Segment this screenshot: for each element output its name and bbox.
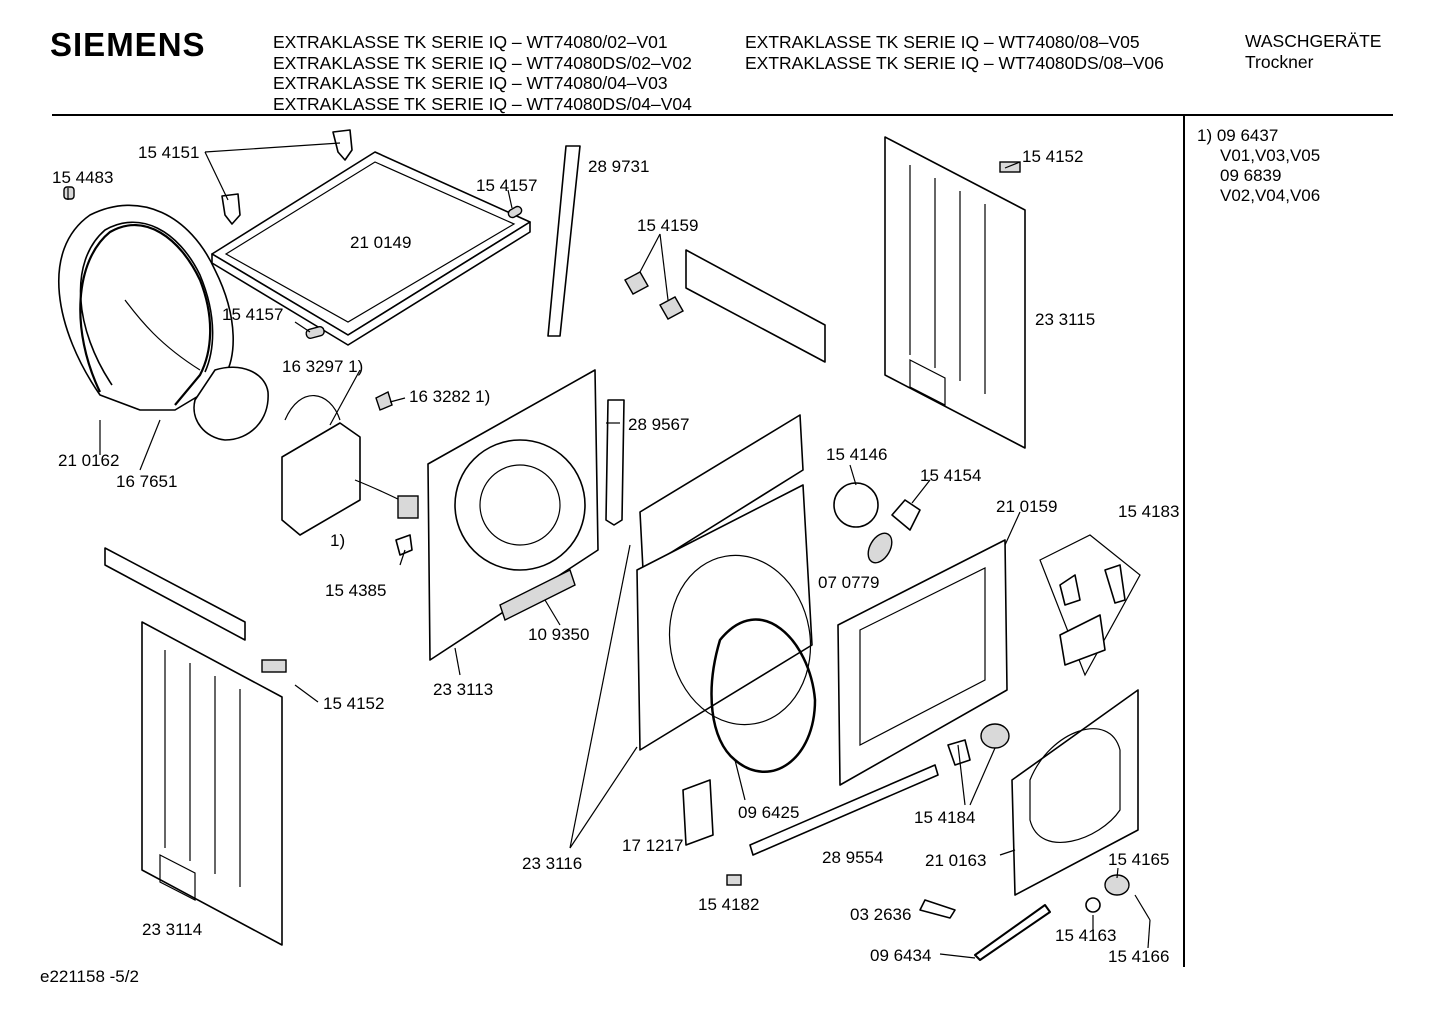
model-line: EXTRAKLASSE TK SERIE IQ – WT74080/02–V01	[273, 32, 668, 52]
footnote-line: V01,V03,V05	[1220, 146, 1321, 165]
front-panel	[837, 539, 1008, 786]
duct-part	[605, 399, 625, 526]
part-label: 16 7651	[116, 472, 177, 491]
part-label: 23 3115	[1035, 310, 1095, 329]
clip-part	[395, 534, 413, 556]
part-label: 15 4154	[920, 466, 981, 485]
footnote-line: 09 6839	[1220, 166, 1282, 185]
part-label: 15 4165	[1108, 850, 1169, 869]
part-label: 15 4184	[914, 808, 975, 827]
part-label: 15 4183	[1118, 502, 1179, 521]
footnote-line: 1) 09 6437	[1197, 126, 1279, 145]
clip-part	[332, 129, 353, 161]
screw-part	[63, 186, 75, 200]
category-subtitle: Trockner	[1245, 51, 1314, 72]
footnote-line: V02,V04,V06	[1220, 186, 1321, 205]
clip-part	[375, 391, 393, 411]
cover-part	[833, 482, 879, 528]
hinge-part	[1059, 614, 1106, 666]
category-title: WASCHGERÄTE	[1245, 31, 1382, 51]
cap-part	[999, 161, 1021, 173]
screw-part	[919, 899, 956, 919]
part-label: 15 4483	[52, 168, 113, 187]
side-panel-right	[884, 136, 1026, 449]
ledge-part	[749, 764, 939, 856]
part-label: 03 2636	[850, 905, 911, 924]
part-label: 28 9567	[628, 415, 689, 434]
part-label: 15 4151	[138, 143, 199, 162]
seal-ring	[79, 224, 212, 406]
part-label: 15 4157	[476, 176, 537, 195]
part-label: 21 0149	[350, 233, 411, 252]
part-label: 23 3114	[142, 920, 202, 939]
model-line: EXTRAKLASSE TK SERIE IQ – WT74080/04–V03	[273, 73, 668, 93]
knob-part	[980, 723, 1010, 749]
brand-logo: SIEMENS	[50, 26, 206, 63]
part-label: 15 4146	[826, 445, 887, 464]
part-label: 16 3282 1)	[409, 387, 490, 406]
clip-part	[507, 205, 523, 219]
belt-part	[974, 904, 1051, 961]
model-line: EXTRAKLASSE TK SERIE IQ – WT74080DS/08–V…	[745, 52, 1164, 73]
notes-divider	[1183, 116, 1185, 967]
part-label: 15 4152	[323, 694, 384, 713]
part-label: 10 9350	[528, 625, 589, 644]
rail-part	[104, 547, 246, 641]
part-label: 16 3297 1)	[282, 357, 363, 376]
part-label: 15 4182	[698, 895, 759, 914]
part-label: 15 4152	[1022, 147, 1083, 166]
model-line: EXTRAKLASSE TK SERIE IQ – WT74080/08–V05	[745, 32, 1140, 52]
drum-part	[58, 204, 269, 441]
header-divider	[52, 114, 1393, 116]
part-label: 23 3113	[433, 680, 493, 699]
door-part	[1011, 689, 1139, 896]
part-label: 15 4157	[222, 305, 283, 324]
part-label: 21 0159	[996, 497, 1057, 516]
bracket-part	[682, 779, 714, 846]
top-cover	[211, 151, 531, 346]
clip-part	[624, 271, 649, 295]
part-label: 28 9731	[588, 157, 649, 176]
model-list-right: EXTRAKLASSE TK SERIE IQ – WT74080/08–V05…	[745, 32, 1164, 73]
leader-lines	[67, 142, 1151, 959]
clip-part	[221, 193, 241, 225]
rail-part	[685, 249, 826, 363]
pin-part	[1134, 894, 1151, 921]
module-part	[281, 395, 419, 536]
part-label: 17 1217	[622, 836, 683, 855]
footnotes: 1) 09 6437 V01,V03,V05 09 6839 V02,V04,V…	[1197, 126, 1320, 206]
model-line: EXTRAKLASSE TK SERIE IQ – WT74080DS/04–V…	[273, 93, 692, 114]
part-label: 09 6434	[870, 946, 931, 965]
drawing-code: e221158 -5/2	[40, 967, 139, 986]
part-label: 15 4385	[325, 581, 386, 600]
part-label: 1)	[330, 531, 345, 550]
part-label: 21 0162	[58, 451, 119, 470]
part-label: 09 6425	[738, 803, 799, 822]
part-label: 28 9554	[822, 848, 883, 867]
door-seal	[710, 618, 817, 773]
model-list-left: EXTRAKLASSE TK SERIE IQ – WT74080/02–V01…	[273, 32, 692, 114]
strip-part	[547, 145, 581, 337]
hinge-part	[1104, 564, 1126, 604]
switch-part	[891, 499, 921, 531]
cap-part	[1085, 897, 1101, 913]
cap-part	[261, 659, 287, 673]
model-line: EXTRAKLASSE TK SERIE IQ – WT74080DS/02–V…	[273, 52, 692, 73]
clip-part	[726, 874, 742, 886]
rear-wall	[427, 369, 599, 661]
category-block: WASCHGERÄTE Trockner	[1245, 31, 1381, 72]
part-label: 15 4159	[637, 216, 698, 235]
part-label: 23 3116	[522, 854, 582, 873]
part-label: 15 4163	[1055, 926, 1116, 945]
front-frame	[636, 414, 813, 751]
clip-part	[305, 326, 325, 339]
part-label: 21 0163	[925, 851, 986, 870]
part-label: 07 0779	[818, 573, 879, 592]
clip-part	[659, 296, 684, 320]
hinge-part	[1059, 574, 1081, 606]
part-label: 15 4166	[1108, 947, 1169, 966]
lamp-part	[867, 532, 893, 564]
side-panel-left	[141, 621, 283, 946]
